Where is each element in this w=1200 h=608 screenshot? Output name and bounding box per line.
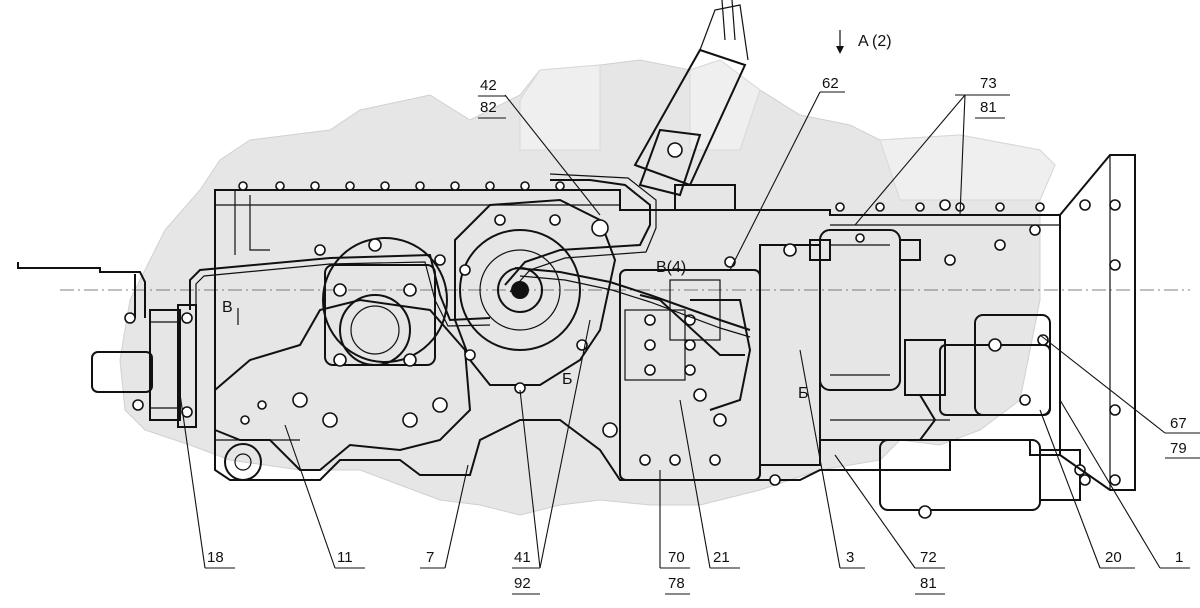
callout-62: 62 xyxy=(822,75,839,92)
section-be-left: Б xyxy=(562,371,573,388)
section-b-left: В xyxy=(222,299,233,316)
pto-output-shaft xyxy=(17,262,197,428)
hydraulic-lines xyxy=(189,173,752,411)
callout-73: 73 xyxy=(980,75,997,92)
right-hub-assembly xyxy=(819,314,1086,519)
view-marks: A (2) В В(4) Б Б xyxy=(222,30,892,402)
callout-81-bottom: 81 xyxy=(920,575,937,592)
callout-leaders xyxy=(177,91,1200,569)
callout-72: 72 xyxy=(920,549,937,566)
view-a-label: A xyxy=(858,33,869,50)
callout-dividers xyxy=(478,94,1200,595)
watermark-gear xyxy=(119,59,1056,516)
callout-42: 42 xyxy=(480,77,497,94)
callout-20: 20 xyxy=(1105,549,1122,566)
section-be-right: Б xyxy=(798,385,809,402)
rear-flange-housing xyxy=(214,237,472,481)
clutch-housing xyxy=(939,154,1136,491)
callout-3: 3 xyxy=(846,549,854,566)
oil-filter xyxy=(809,229,921,391)
callout-70: 70 xyxy=(668,549,685,566)
section-b-top: В(4) xyxy=(656,259,686,276)
callout-79: 79 xyxy=(1170,440,1187,457)
callout-67: 67 xyxy=(1170,415,1187,432)
callout-81-top: 81 xyxy=(980,99,997,116)
callout-21: 21 xyxy=(713,549,730,566)
view-a-sheet: (2) xyxy=(872,33,892,50)
callout-78: 78 xyxy=(668,575,685,592)
callout-numbers: 42 82 62 73 81 67 79 18 11 7 41 92 70 78… xyxy=(207,75,1187,592)
callout-7: 7 xyxy=(426,549,434,566)
callout-41: 41 xyxy=(514,549,531,566)
callout-82: 82 xyxy=(480,99,497,116)
top-bolt-row xyxy=(238,181,1045,212)
callout-18: 18 xyxy=(207,549,224,566)
callout-1: 1 xyxy=(1175,549,1183,566)
gear-shift-lever xyxy=(633,0,749,211)
callout-92: 92 xyxy=(514,575,531,592)
callout-11: 11 xyxy=(337,549,353,566)
